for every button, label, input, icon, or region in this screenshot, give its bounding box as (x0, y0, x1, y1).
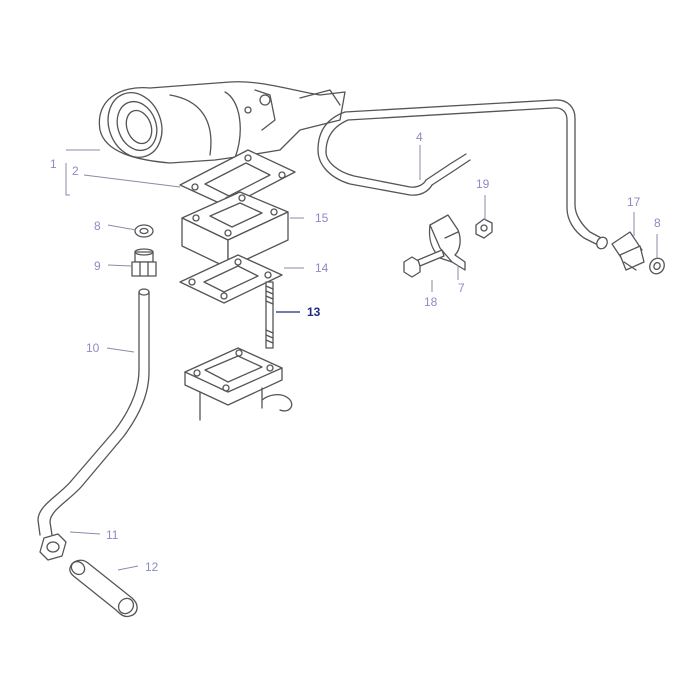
washer-right-part[interactable] (647, 256, 667, 277)
callout-11[interactable]: 11 (106, 528, 119, 542)
callout-18[interactable]: 18 (424, 295, 438, 309)
return-hose-part[interactable] (69, 559, 138, 618)
callout-7[interactable]: 7 (458, 281, 465, 295)
stud-part[interactable] (265, 281, 274, 349)
lower-gasket-part[interactable] (179, 254, 283, 304)
leader-lines (65, 145, 658, 571)
upper-gasket-part[interactable] (179, 149, 296, 208)
callout-14[interactable]: 14 (315, 261, 329, 275)
pipe-part[interactable] (317, 99, 609, 251)
callout-4[interactable]: 4 (416, 130, 423, 144)
union-fitting-part[interactable] (131, 248, 157, 277)
clip-nut-part[interactable] (475, 218, 493, 239)
spacer-block-part[interactable] (181, 191, 289, 269)
washer-left-part[interactable] (134, 224, 154, 238)
callout-8-right[interactable]: 8 (654, 216, 661, 230)
pipe-fitting-part[interactable] (611, 231, 645, 271)
turbocharger-housing-part[interactable] (98, 81, 346, 165)
callout-labels: 1 2 4 19 17 8 8 15 14 9 7 18 13 10 11 12 (50, 130, 661, 574)
callout-13[interactable]: 13 (307, 305, 321, 319)
callout-10[interactable]: 10 (86, 341, 100, 355)
manifold-flange (184, 347, 293, 421)
callout-1[interactable]: 1 (50, 157, 57, 171)
clip-bolt-part[interactable] (403, 249, 445, 278)
bracket-clip-part[interactable] (428, 214, 466, 271)
callout-2[interactable]: 2 (72, 164, 79, 178)
callout-19[interactable]: 19 (476, 177, 490, 191)
callout-9[interactable]: 9 (94, 259, 101, 273)
callout-8-left[interactable]: 8 (94, 219, 101, 233)
oil-feed-tube-part[interactable] (37, 288, 150, 536)
callout-12[interactable]: 12 (145, 560, 159, 574)
callout-15[interactable]: 15 (315, 211, 329, 225)
tube-nut-part[interactable] (39, 533, 67, 561)
callout-17[interactable]: 17 (627, 195, 641, 209)
